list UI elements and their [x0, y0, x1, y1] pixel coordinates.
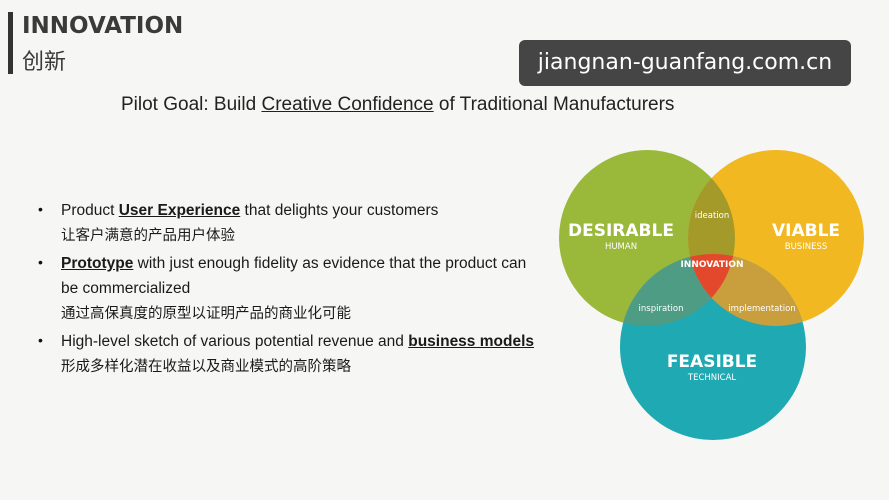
venn-label-feasible: FEASIBLE	[667, 352, 757, 372]
bullet-dot-icon: •	[38, 254, 43, 270]
bullet-dot-icon: •	[38, 201, 43, 217]
venn-overlap-viable-feasible	[688, 254, 806, 326]
bullet-english: High-level sketch of various potential r…	[61, 329, 576, 354]
bullet-item: • Product User Experience that delights …	[36, 198, 576, 249]
bullet-chinese: 形成多样化潜在收益以及商业模式的高阶策略	[61, 359, 351, 375]
bullet-item: • High-level sketch of various potential…	[36, 329, 576, 380]
section-subtitle: 创新	[22, 50, 67, 75]
bullet-text: Product	[61, 202, 119, 219]
bullet-keyword: User Experience	[118, 202, 241, 219]
headline-emphasis: Creative Confidence	[261, 94, 434, 115]
bullet-list: • Product User Experience that delights …	[36, 198, 576, 382]
bullet-english-continued: be commercialized	[61, 280, 191, 297]
bullet-chinese: 通过高保真度的原型以证明产品的商业化可能	[61, 306, 351, 322]
venn-center-label: INNOVATION	[680, 260, 743, 270]
bullet-text: High-level sketch of various potential r…	[61, 333, 409, 350]
bullet-item: • Prototype with just enough fidelity as…	[36, 251, 576, 327]
venn-overlap-label-implementation: implementation	[728, 304, 795, 314]
venn-sublabel-feasible: TECHNICAL	[687, 373, 737, 383]
venn-label-desirable: DESIRABLE	[568, 221, 674, 241]
venn-overlap-label-inspiration: inspiration	[639, 304, 684, 314]
headline-prefix: Pilot Goal: Build	[121, 94, 262, 115]
slide-headline: Pilot Goal: Build Creative Confidence of…	[121, 94, 674, 116]
watermark-label: jiangnan-guanfang.com.cn	[519, 40, 851, 86]
venn-overlap-label-ideation: ideation	[695, 211, 729, 221]
bullet-english: Prototype with just enough fidelity as e…	[61, 251, 576, 276]
bullet-dot-icon: •	[38, 332, 43, 348]
bullet-chinese: 让客户满意的产品用户体验	[61, 228, 235, 244]
venn-label-viable: VIABLE	[772, 221, 840, 241]
bullet-text: with just enough fidelity as evidence th…	[133, 255, 527, 272]
bullet-keyword: business models	[408, 333, 534, 350]
bullet-keyword: Prototype	[61, 255, 134, 272]
section-title: INNOVATION	[22, 13, 184, 39]
bullet-english: Product User Experience that delights yo…	[61, 198, 576, 223]
header-accent-bar	[8, 12, 13, 74]
venn-sublabel-viable: BUSINESS	[785, 242, 827, 252]
headline-suffix: of Traditional Manufacturers	[433, 94, 675, 115]
venn-overlap-desirable-feasible	[620, 254, 735, 326]
venn-sublabel-desirable: HUMAN	[605, 242, 637, 252]
bullet-text: that delights your customers	[240, 202, 439, 219]
